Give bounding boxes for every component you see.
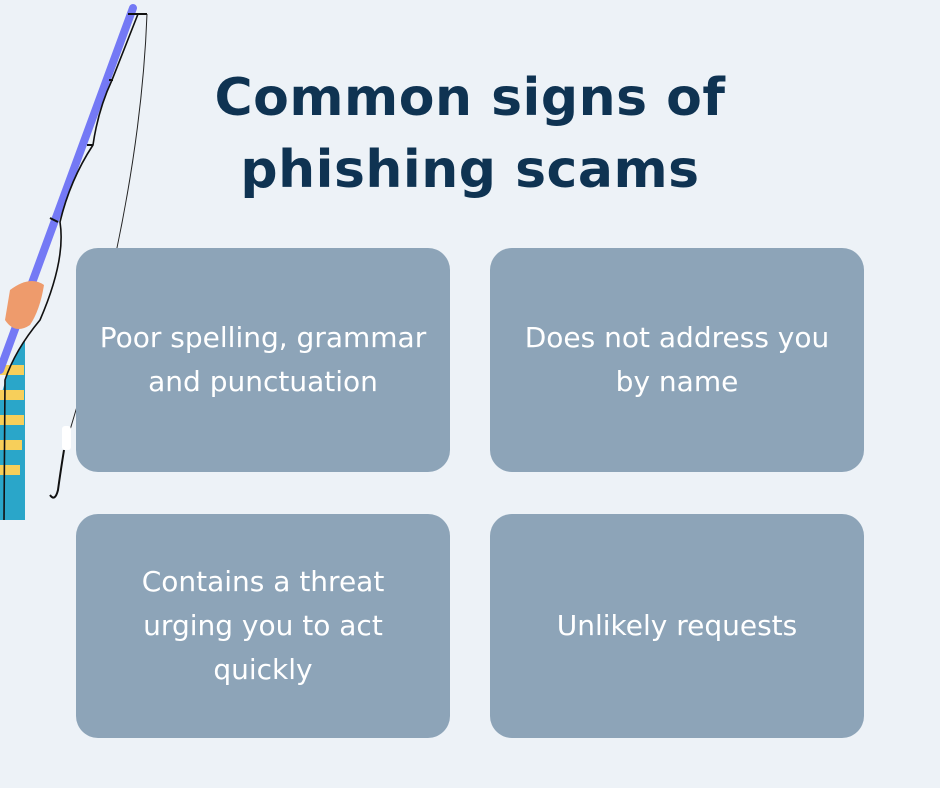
fishing-rod-illustration [0, 4, 148, 520]
card-text: Poor spelling, grammar and punctuation [99, 321, 427, 398]
card-poor-spelling: Poor spelling, grammar and punctuation [76, 248, 450, 472]
title-line-1: Common signs of [214, 68, 726, 128]
card-text: Does not address you by name [524, 321, 830, 398]
title-line-2: phishing scams [240, 140, 700, 200]
card-threat: Contains a threat urging you to act quic… [76, 514, 450, 738]
card-text: Contains a threat urging you to act quic… [141, 565, 385, 686]
card-no-name: Does not address you by name [490, 248, 864, 472]
card-unlikely-requests: Unlikely requests [490, 514, 864, 738]
card-text: Unlikely requests [556, 609, 798, 642]
page-title: Common signs of phishing scams [0, 62, 940, 206]
